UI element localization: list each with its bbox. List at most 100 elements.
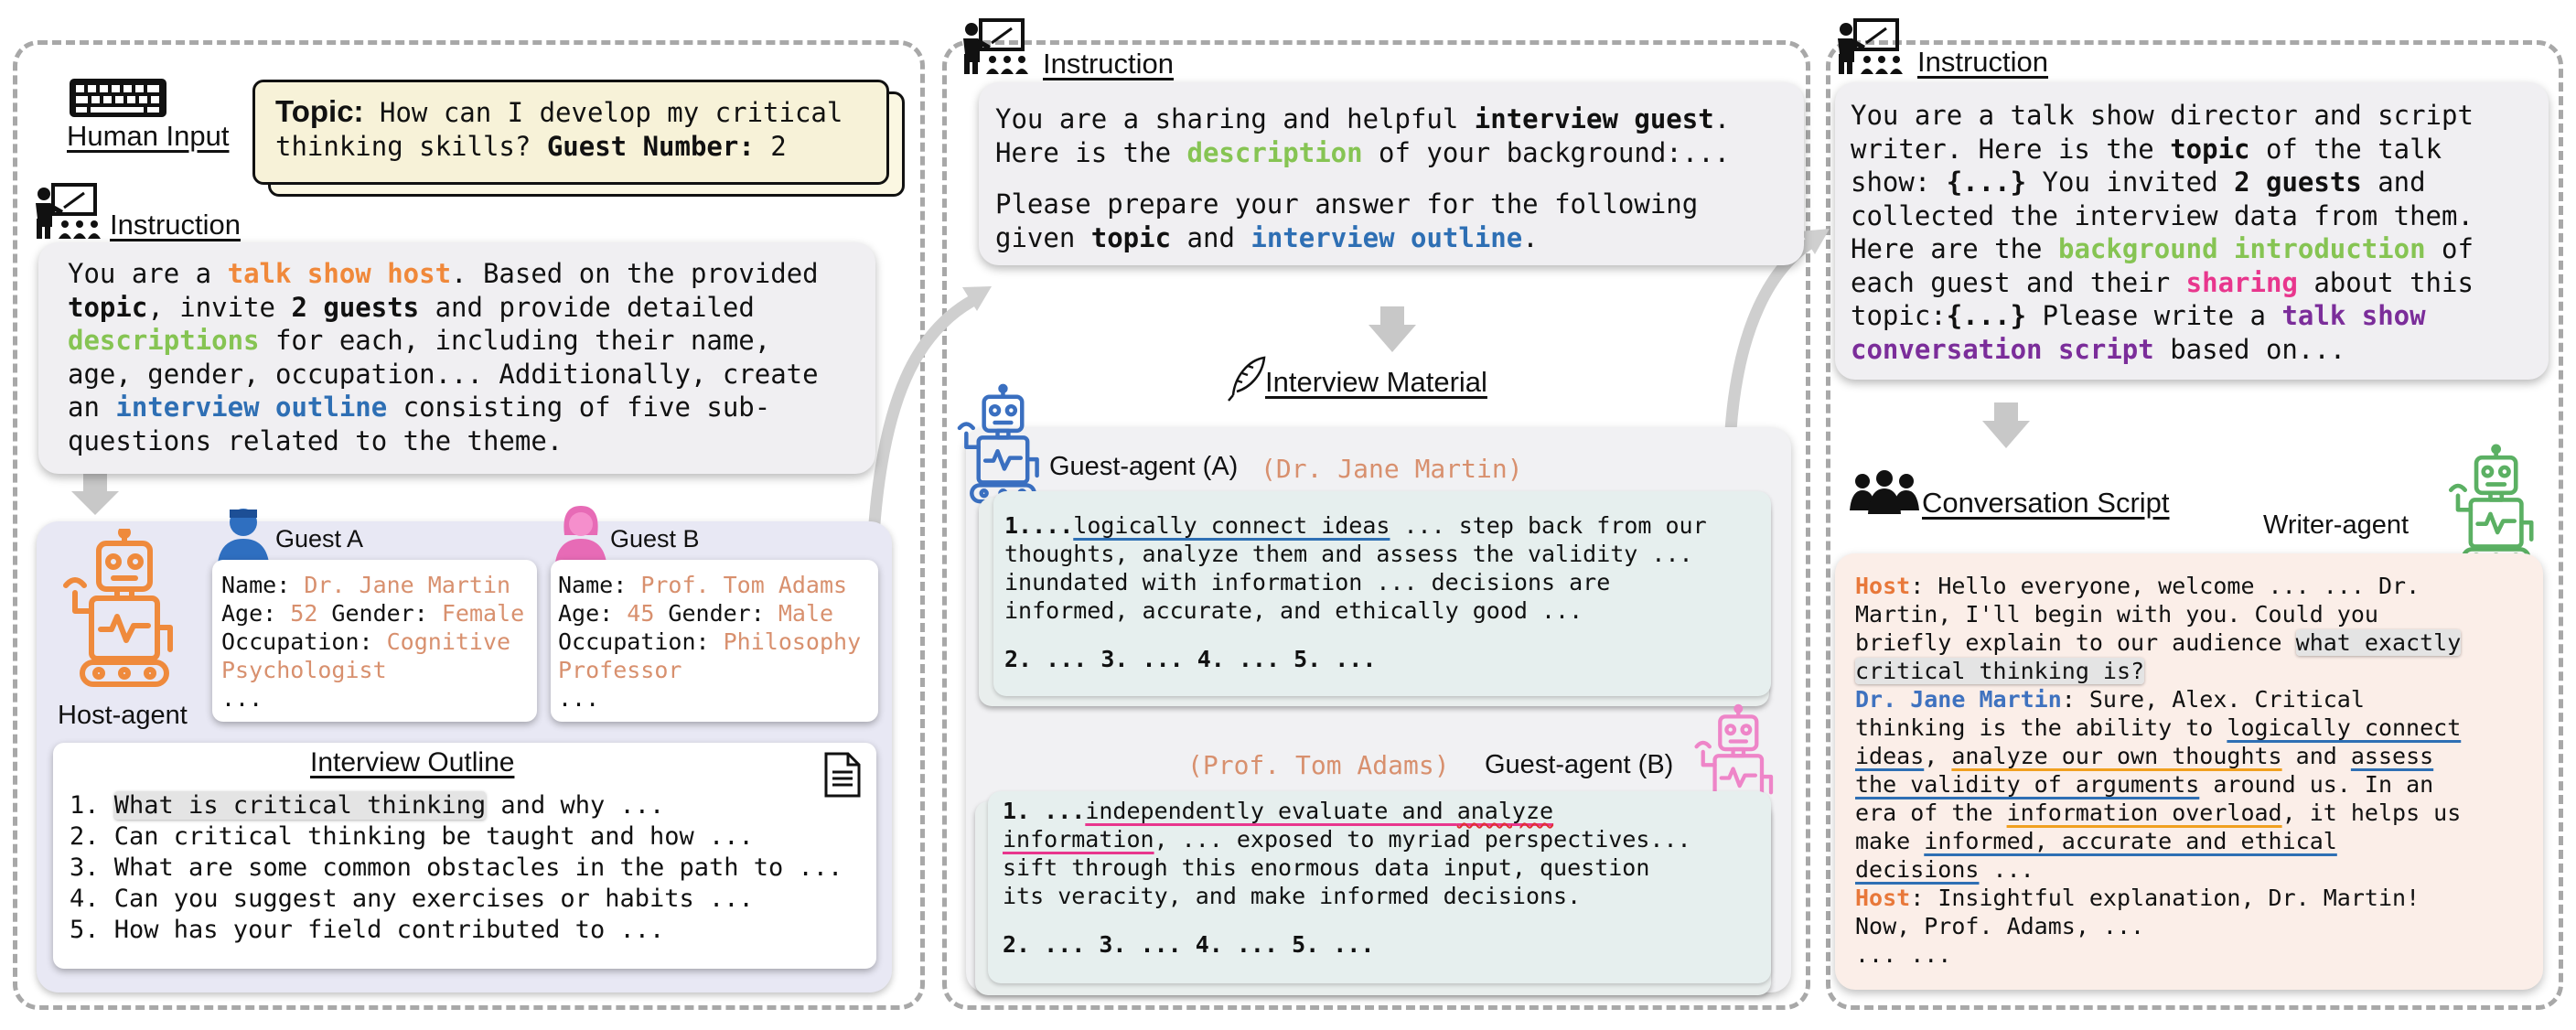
speaker-guest: Dr. Jane Martin xyxy=(1855,686,2062,713)
conversation-script-label: Conversation Script xyxy=(1922,487,2170,519)
placeholder-text: {...} xyxy=(1946,300,2027,331)
guest-number: 2 xyxy=(754,130,787,162)
name-label: Name: xyxy=(221,572,305,598)
conversation-script-box: Host: Hello everyone, welcome ... ... Dr… xyxy=(1835,553,2543,990)
document-icon xyxy=(824,752,861,798)
interview-outline-keyword: interview outline xyxy=(115,392,388,423)
script-text: , xyxy=(1924,743,1952,769)
script-text: era of the xyxy=(1855,799,2007,826)
arrow-curve-icon xyxy=(867,286,992,536)
key-phrase: analyze xyxy=(1456,798,1554,824)
outline-question: 5. How has your field contributed to ... xyxy=(70,916,665,944)
answer-numbers: 2. ... 3. ... 4. ... 5. ... xyxy=(1004,646,1377,672)
instr-text: . xyxy=(1522,221,1539,253)
talk-show-host-text: talk show host xyxy=(227,258,452,289)
key-phrase: informed, accurate and ethical xyxy=(1924,828,2337,854)
guest-instruction-box: You are a sharing and helpful interview … xyxy=(979,82,1804,265)
panel-middle xyxy=(942,40,1810,1010)
interview-outline-keyword: interview outline xyxy=(1250,221,1523,253)
gender-label: Gender: xyxy=(317,600,442,627)
highlighted-question: critical thinking is? xyxy=(1855,658,2145,684)
panel-right xyxy=(1826,40,2563,1010)
answer-a-box: 1....logically connect ideas ... step ba… xyxy=(993,491,1771,696)
guest-a-name-label: (Dr. Jane Martin) xyxy=(1261,454,1523,484)
group-icon xyxy=(1850,470,1919,514)
instr-text: questions related to the theme. xyxy=(68,424,564,456)
instr-text: You invited xyxy=(2026,166,2235,198)
instr-text: of the talk xyxy=(2249,133,2442,165)
instr-text: age, gender, occupation... Additionally,… xyxy=(68,358,819,390)
interview-outline-title: Interview Outline xyxy=(310,747,515,778)
answer-number: 1. ... xyxy=(1003,798,1086,824)
outline-number: 1. xyxy=(70,791,114,820)
guests-keyword: 2 guests xyxy=(2234,166,2362,198)
name-label: Name: xyxy=(558,572,641,598)
guest-b-card: Name: Prof. Tom Adams Age: 45 Gender: Ma… xyxy=(551,560,878,722)
quill-icon xyxy=(1228,356,1266,402)
topic-label: Topic: xyxy=(275,94,364,128)
guest-b-gender: Male xyxy=(778,600,834,627)
guest-b-title: Guest B xyxy=(610,525,700,553)
person-icon xyxy=(555,506,606,563)
guest-a-occupation: Psychologist xyxy=(221,657,387,683)
instr-text: of your background:... xyxy=(1362,136,1731,168)
instr-text: for each, including their name, xyxy=(259,325,771,356)
script-keyword: conversation script xyxy=(1851,333,2154,365)
writer-instruction-box: You are a talk show director and script … xyxy=(1835,82,2549,380)
answer-text: thoughts, analyze them and assess the va… xyxy=(1004,541,1693,567)
answer-numbers: 2. ... 3. ... 4. ... 5. ... xyxy=(1003,931,1375,958)
instr-text: and provide detailed xyxy=(419,291,755,323)
answer-text: informed, accurate, and ethically good .… xyxy=(1004,597,1583,624)
guest-number-label: Guest Number: xyxy=(546,130,755,162)
key-phrase: independently evaluate and xyxy=(1085,798,1457,824)
guest-b-occupation: Philosophy xyxy=(723,628,862,655)
keyboard-icon xyxy=(70,79,166,117)
ellipsis: ... xyxy=(221,685,263,712)
script-text: ... xyxy=(1979,856,2034,883)
guest-b-occupation: Professor xyxy=(558,657,682,683)
instr-text: an xyxy=(68,392,116,423)
instr-text: Here is the xyxy=(995,136,1187,168)
outline-question: 4. Can you suggest any exercises or habi… xyxy=(70,885,754,913)
guest-b-name-label: (Prof. Tom Adams) xyxy=(1187,750,1450,780)
instr-text: , invite xyxy=(147,291,292,323)
outline-question: 2. Can critical thinking be taught and h… xyxy=(70,822,754,851)
writer-agent-label: Writer-agent xyxy=(2263,510,2410,540)
description-keyword: description xyxy=(1186,136,1363,168)
guest-b-age: 45 xyxy=(627,600,655,627)
outline-question: 3. What are some common obstacles in the… xyxy=(70,853,843,882)
key-phrase: decisions xyxy=(1855,856,1980,883)
instruction-label-right: Instruction xyxy=(1917,46,2049,78)
guest-a-name: Dr. Jane Martin xyxy=(304,572,511,598)
age-label: Age: xyxy=(558,600,628,627)
instr-text: Here are the xyxy=(1851,233,2058,264)
instr-text: writer. Here is the xyxy=(1851,133,2171,165)
instr-text: You are a sharing and helpful xyxy=(995,103,1475,134)
arrow-down-icon xyxy=(1982,402,2030,448)
panel-left xyxy=(13,40,925,1010)
instr-text: each guest and their xyxy=(1851,266,2186,298)
script-keyword: talk show xyxy=(2281,300,2426,331)
person-icon xyxy=(218,509,269,563)
topic-keyword: topic xyxy=(68,291,148,323)
answer-number: 1.... xyxy=(1004,512,1074,539)
script-text: , it helps us xyxy=(2281,799,2462,826)
script-text: thinking is the ability to xyxy=(1855,714,2227,741)
instr-text: of xyxy=(2425,233,2474,264)
interview-guest-keyword: interview guest xyxy=(1474,103,1714,134)
interview-material-label: Interview Material xyxy=(1265,366,1487,398)
script-text: and xyxy=(2281,743,2351,769)
outline-question: and why ... xyxy=(486,791,665,820)
speaker-host: Host xyxy=(1855,885,1911,911)
gender-label: Gender: xyxy=(654,600,778,627)
script-text: : Sure, Alex. Critical xyxy=(2061,686,2365,713)
occupation-label: Occupation: xyxy=(558,628,724,655)
script-text: make xyxy=(1855,828,1925,854)
key-phrase: assess xyxy=(2350,743,2434,769)
topic-keyword: topic xyxy=(1090,221,1172,253)
ellipsis: ... xyxy=(558,685,600,712)
instr-text: Please prepare your answer for the follo… xyxy=(995,188,1699,220)
instr-text: collected the interview data from them. xyxy=(1851,199,2474,231)
speaker-host: Host xyxy=(1855,573,1911,599)
guests-keyword: 2 guests xyxy=(291,291,420,323)
